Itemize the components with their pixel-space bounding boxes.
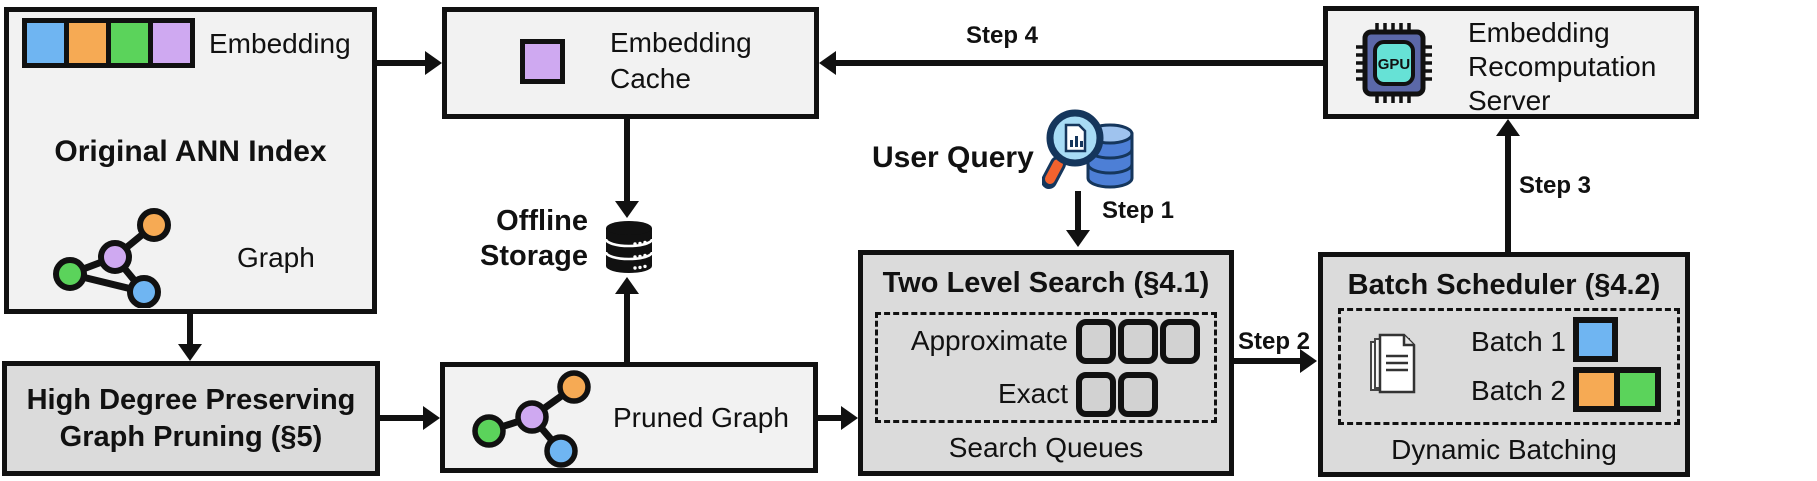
search-queues-caption: Search Queues: [948, 432, 1144, 463]
arrow-step4: [835, 60, 1323, 66]
batch-scheduler-title: Batch Scheduler (§4.2): [1347, 269, 1661, 301]
recomputation-server-box: GPU Embedding Recomputation Server: [1323, 6, 1699, 119]
graph-pruning-box: High Degree Preserving Graph Pruning (§5…: [2, 361, 380, 476]
embedding-cell-orange: [69, 23, 106, 63]
embedding-cache-line2: Cache: [610, 63, 691, 95]
batch2-orange-cell: [1579, 373, 1614, 406]
recomputation-line2: Recomputation: [1468, 51, 1657, 83]
step1-label: Step 1: [1102, 197, 1175, 224]
batch-scheduler-box: Batch Scheduler (§4.2) Batch 1 Batch 2 D…: [1318, 252, 1690, 477]
arrowhead-step1: [1066, 230, 1090, 247]
queue-slot-icon: [1076, 372, 1116, 417]
embedding-cell-blue: [27, 23, 64, 63]
arrow-pruned-to-search: [818, 415, 842, 421]
embedding-cache-box: Embedding Cache: [442, 7, 819, 119]
queue-slot-icon: [1118, 372, 1158, 417]
arrowhead-pruned-to-storage: [615, 277, 639, 294]
cached-embedding-icon: [520, 39, 565, 84]
batch2-label: Batch 2: [1471, 375, 1566, 406]
pruned-graph-box: Pruned Graph: [440, 362, 818, 473]
arrowhead-ann-to-pruning: [178, 344, 202, 361]
exact-queue-slots: [1076, 372, 1158, 417]
arrow-step2: [1234, 358, 1301, 364]
graph-pruning-line1: High Degree Preserving: [26, 384, 356, 417]
exact-label: Exact: [997, 378, 1068, 409]
queue-slot-icon: [1160, 319, 1200, 364]
arrowhead-pruned-to-search: [841, 406, 858, 430]
arrowhead-pruning-to-pruned: [423, 406, 440, 430]
graph-label: Graph: [237, 242, 315, 273]
arrow-pruned-to-storage: [624, 293, 630, 362]
arrowhead-step3: [1496, 119, 1520, 136]
queue-slot-icon: [1076, 319, 1116, 364]
two-level-search-title: Two Level Search (§4.1): [882, 267, 1210, 299]
original-ann-title: Original ANN Index: [54, 135, 327, 168]
batch2-swatch: [1573, 367, 1661, 412]
embedding-cache-line1: Embedding: [610, 27, 752, 58]
step2-label: Step 2: [1238, 328, 1311, 355]
approximate-label: Approximate: [910, 325, 1068, 356]
arrow-pruning-to-pruned: [380, 415, 424, 421]
batch1-swatch: [1573, 317, 1618, 362]
arrowhead-ann-to-cache: [425, 51, 442, 75]
offline-label-line1: Offline: [496, 205, 588, 237]
dynamic-batching-caption: Dynamic Batching: [1391, 434, 1617, 465]
recomputation-line3: Server: [1468, 85, 1551, 117]
original-ann-index-box: Embedding Original ANN Index Graph: [4, 7, 377, 314]
arrowhead-step2: [1300, 349, 1317, 373]
user-query-icon: [1042, 109, 1134, 189]
gpu-chip-label: GPU: [1378, 56, 1411, 73]
arrow-cache-to-storage: [624, 119, 630, 202]
offline-storage-label: Offline Storage: [408, 204, 588, 274]
arrow-ann-to-cache: [377, 60, 426, 66]
offline-label-line2: Storage: [480, 239, 588, 272]
embedding-strip-icon: [22, 18, 195, 68]
step3-label: Step 3: [1519, 172, 1592, 199]
step4-label: Step 4: [966, 22, 1039, 49]
user-query-label: User Query: [872, 141, 1034, 174]
queue-slot-icon: [1118, 319, 1158, 364]
arrow-ann-to-pruning: [187, 314, 193, 345]
recomputation-line1: Embedding: [1468, 17, 1610, 48]
graph-icon: [53, 208, 171, 308]
embedding-cell-purple: [153, 23, 190, 63]
dynamic-batching-panel: Batch 1 Batch 2: [1338, 308, 1680, 425]
arrowhead-cache-to-storage: [615, 201, 639, 218]
batch1-label: Batch 1: [1471, 326, 1566, 357]
embedding-label: Embedding: [209, 28, 351, 59]
gpu-icon: GPU: [1356, 23, 1432, 103]
documents-icon: [1370, 333, 1416, 394]
batch2-green-cell: [1620, 373, 1655, 406]
arrow-step1: [1075, 191, 1081, 231]
embedding-cell-green: [111, 23, 148, 63]
arrowhead-step4: [819, 51, 836, 75]
search-queues-panel: Approximate Exact: [875, 312, 1217, 423]
graph-pruning-line2: Graph Pruning (§5): [59, 420, 323, 453]
pruned-graph-label: Pruned Graph: [613, 402, 789, 433]
pruned-graph-icon: [472, 370, 591, 468]
approximate-queue-slots: [1076, 319, 1200, 364]
database-icon: [604, 221, 654, 273]
arrow-step3: [1505, 135, 1511, 252]
two-level-search-box: Two Level Search (§4.1) Approximate Exac…: [858, 250, 1234, 476]
